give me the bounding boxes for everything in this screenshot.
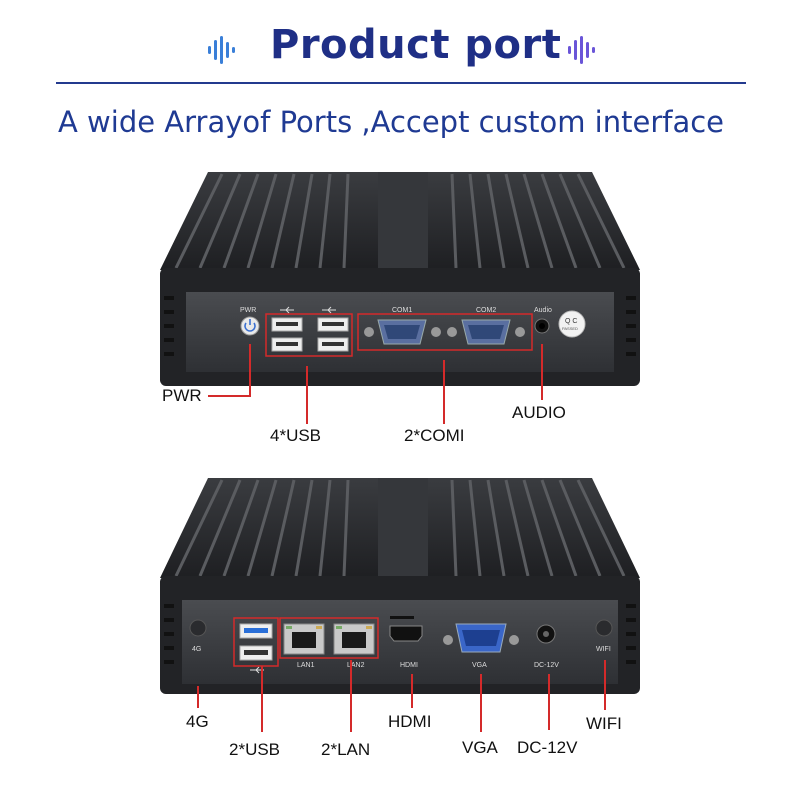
power-icon bbox=[244, 322, 256, 332]
4g-antenna-port[interactable] bbox=[189, 619, 207, 637]
pwr-print: PWR bbox=[240, 307, 256, 314]
pwr-callout: PWR bbox=[162, 386, 202, 405]
header: Product port bbox=[0, 18, 800, 74]
wifi-antenna-port[interactable] bbox=[595, 619, 613, 637]
audio-print: Audio bbox=[534, 307, 552, 314]
front-callout-lines bbox=[208, 344, 543, 424]
front-panel-device: PWR COM1 COM2 Audio Q C PASSED bbox=[160, 172, 640, 386]
lan2-port[interactable] bbox=[333, 623, 375, 655]
usb-port[interactable] bbox=[239, 645, 273, 661]
hdmi-callout: HDMI bbox=[388, 712, 432, 731]
usb-port[interactable] bbox=[317, 337, 349, 352]
usb-icon bbox=[322, 306, 336, 314]
hdmi-port[interactable] bbox=[389, 625, 423, 642]
rear-panel-device: 4G LAN1 LAN2 HDMI VGA DC-12V WIFI bbox=[160, 478, 640, 694]
power-button[interactable] bbox=[240, 316, 260, 336]
audio-callout: AUDIO bbox=[512, 403, 566, 422]
lan-callout: 2*LAN bbox=[321, 740, 371, 759]
dc-callout: DC-12V bbox=[517, 738, 578, 757]
com1-print: COM1 bbox=[392, 307, 412, 314]
com-callout: 2*COMI bbox=[404, 426, 465, 445]
usb-port[interactable] bbox=[271, 337, 303, 352]
dc-jack[interactable] bbox=[536, 624, 556, 644]
lan2-print: LAN2 bbox=[347, 662, 365, 669]
title-divider bbox=[56, 82, 746, 84]
page-subtitle: A wide Arrayof Ports ,Accept custom inte… bbox=[58, 105, 725, 139]
vga-callout: VGA bbox=[462, 738, 498, 757]
soundwave-icon bbox=[208, 36, 235, 64]
usb-highlight bbox=[233, 617, 279, 667]
rear-callout-lines bbox=[197, 660, 606, 732]
usb-icon bbox=[280, 306, 294, 314]
4g-callout: 4G bbox=[186, 712, 209, 731]
com-highlight bbox=[357, 313, 533, 351]
4g-print: 4G bbox=[192, 646, 201, 653]
wifi-callout: WIFI bbox=[586, 714, 622, 733]
dc-print: DC-12V bbox=[534, 662, 559, 669]
hdmi-print: HDMI bbox=[400, 662, 418, 669]
lan1-port[interactable] bbox=[283, 623, 325, 655]
audio-jack[interactable] bbox=[534, 318, 550, 334]
lan1-print: LAN1 bbox=[297, 662, 315, 669]
page-title: Product port bbox=[270, 22, 562, 68]
usb-callout: 4*USB bbox=[270, 426, 322, 445]
qc-sticker bbox=[558, 310, 586, 338]
com2-port[interactable] bbox=[447, 319, 525, 345]
vga-port[interactable] bbox=[443, 623, 519, 653]
com1-port[interactable] bbox=[364, 319, 441, 345]
usb-callout: 2*USB bbox=[229, 740, 281, 759]
wifi-print: WIFI bbox=[596, 646, 611, 653]
usb-port[interactable] bbox=[271, 317, 303, 332]
qc-print: Q C bbox=[565, 318, 577, 325]
usb3-port[interactable] bbox=[239, 623, 273, 639]
qc-passed-print: PASSED bbox=[562, 326, 578, 331]
lan-highlight bbox=[279, 617, 379, 659]
vga-print: VGA bbox=[472, 662, 487, 669]
usb-port[interactable] bbox=[317, 317, 349, 332]
usb-highlight bbox=[265, 313, 353, 357]
com2-print: COM2 bbox=[476, 307, 496, 314]
soundwave-icon bbox=[568, 36, 595, 64]
